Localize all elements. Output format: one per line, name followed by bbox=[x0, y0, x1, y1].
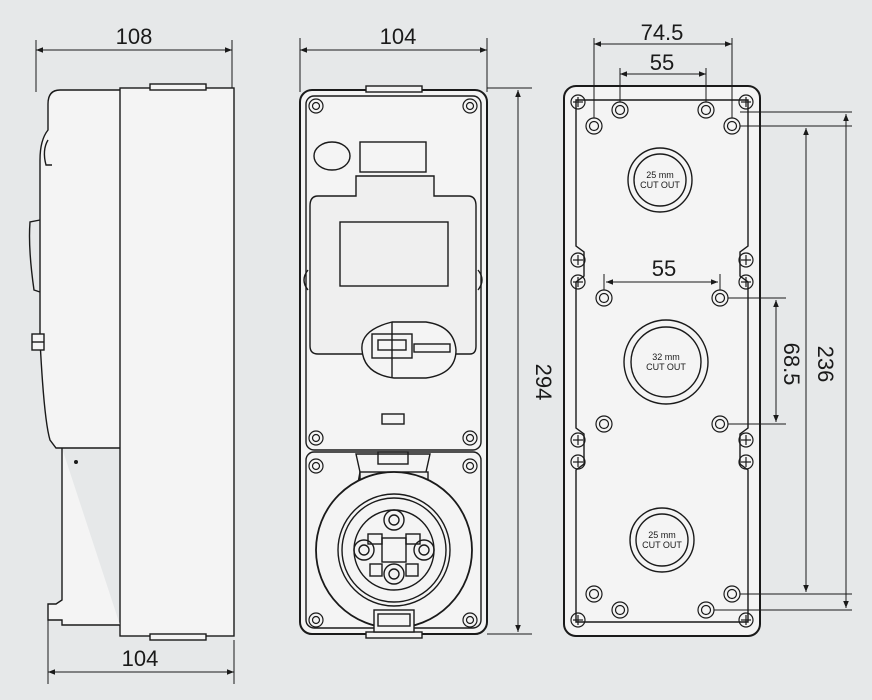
knockout-bottom-text: CUT OUT bbox=[642, 540, 682, 550]
display-window bbox=[339, 221, 449, 287]
side-view bbox=[28, 40, 235, 684]
front-view bbox=[299, 38, 532, 639]
back-screws bbox=[570, 94, 754, 628]
indicator-lamp bbox=[313, 141, 351, 171]
switch-knob bbox=[361, 321, 457, 379]
dim-back-vertical-mid: 68.5 bbox=[779, 343, 804, 386]
knockout-mid-size: 32 mm bbox=[652, 352, 680, 362]
knockout-bottom bbox=[629, 507, 695, 573]
dim-front-width: 104 bbox=[380, 24, 417, 49]
dim-side-bottom: 104 bbox=[122, 646, 159, 671]
dim-back-top-inner: 55 bbox=[650, 50, 674, 75]
side-body bbox=[119, 87, 235, 637]
dim-back-mid-inner: 55 bbox=[652, 256, 676, 281]
dim-back-vertical-total: 236 bbox=[813, 346, 838, 383]
dim-side-top: 108 bbox=[116, 24, 153, 49]
label-window bbox=[359, 141, 427, 173]
mounting-holes bbox=[585, 101, 741, 619]
front-screws bbox=[308, 98, 478, 628]
knockout-top-size: 25 mm bbox=[646, 170, 674, 180]
dim-front-height: 294 bbox=[531, 364, 556, 401]
knockout-mid bbox=[623, 319, 709, 405]
back-view bbox=[563, 38, 852, 637]
knockout-top bbox=[627, 147, 693, 213]
knockout-top-text: CUT OUT bbox=[640, 180, 680, 190]
socket-outlet bbox=[315, 471, 473, 629]
knockout-bottom-size: 25 mm bbox=[648, 530, 676, 540]
knockout-mid-text: CUT OUT bbox=[646, 362, 686, 372]
back-plate bbox=[563, 85, 761, 637]
dim-back-outer: 74.5 bbox=[641, 20, 684, 45]
